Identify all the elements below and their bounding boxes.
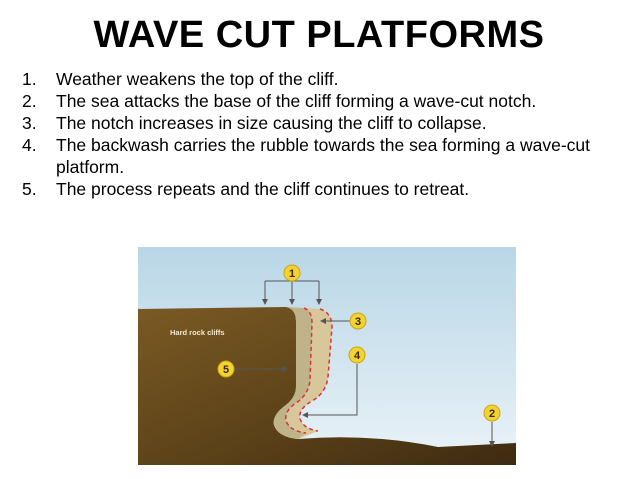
marker-2-label: 2 [489,408,495,420]
step-text: The backwash carries the rubble towards … [56,135,591,177]
step-text: The process repeats and the cliff contin… [56,179,470,199]
marker-4-label: 4 [354,350,361,362]
marker-2-badge: 2 [483,404,501,422]
marker-4-arrowhead [302,412,308,418]
marker-3-badge: 3 [349,312,367,330]
cliff-landmass [138,307,516,465]
future-cliff-outline-2 [299,308,333,432]
marker-2-arrowhead [489,441,495,447]
process-steps-list: 1. Weather weakens the top of the cliff.… [22,68,634,200]
diagram-canvas: Hard rock cliffs 1 2 3 [138,247,516,465]
page-title: WAVE CUT PLATFORMS [93,14,545,56]
step-item: 3. The notch increases in size causing t… [22,112,634,134]
marker-1-badge: 1 [283,264,301,282]
step-number: 3. [22,113,37,133]
step-number: 5. [22,179,37,199]
marker-3-label: 3 [355,316,361,328]
marker-5-arrowhead [282,366,288,372]
marker-1-arrowheads [262,299,322,305]
step-item: 2. The sea attacks the base of the cliff… [22,90,634,112]
step-number: 4. [22,135,37,155]
wave-cut-platform-diagram: Hard rock cliffs 1 2 3 [138,247,516,465]
step-item: 4. The backwash carries the rubble towar… [22,134,634,178]
step-item: 1. Weather weakens the top of the cliff. [22,68,634,90]
step-item: 5. The process repeats and the cliff con… [22,178,634,200]
marker-5-badge: 5 [217,360,235,378]
marker-4-badge: 4 [348,346,366,364]
step-text: The notch increases in size causing the … [56,113,487,133]
marker-3-arrowhead [320,318,326,324]
marker-1-label: 1 [289,268,295,280]
step-text: The sea attacks the base of the cliff fo… [56,91,537,111]
cliff-label: Hard rock cliffs [170,328,225,337]
step-number: 2. [22,91,37,111]
step-number: 1. [22,69,37,89]
marker-5-label: 5 [223,364,229,376]
marker-4-leader [306,364,358,416]
step-text: Weather weakens the top of the cliff. [56,69,339,89]
cliff-notch-zone [273,307,312,439]
